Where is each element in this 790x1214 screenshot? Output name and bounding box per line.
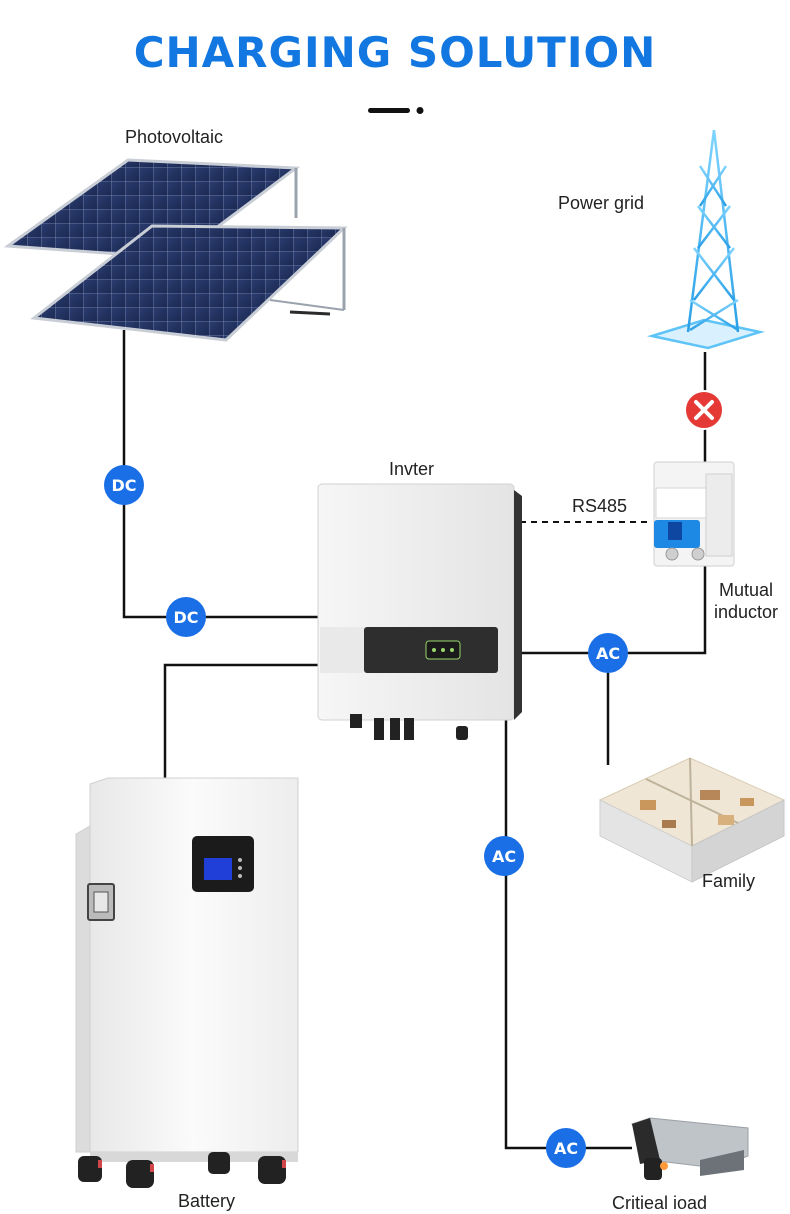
x-circle-icon [684,390,724,430]
wire-inverter-to-battery [163,663,318,778]
ac-badge-middle: AC [484,836,524,876]
wire-breaker-to-ac-bus [520,565,707,655]
svg-text:DC: DC [111,476,136,495]
wire-inverter-to-critical-load [504,720,632,1150]
svg-text:AC: AC [492,847,516,866]
ac-badge-load: AC [546,1128,586,1168]
power-grid-label: Power grid [558,193,645,213]
house-floorplan-illustration [598,757,786,883]
dc-badge-horizontal: DC [166,597,206,637]
svg-text:AC: AC [554,1139,578,1158]
rs485-label: RS485 [572,496,628,516]
page-title: CHARGING SOLUTION [133,28,657,77]
svg-text:DC: DC [173,608,198,627]
security-camera-illustration [631,1117,749,1180]
battery-cabinet-illustration [75,777,299,1188]
critical-load-label: Critieal ioad [612,1193,708,1213]
inverter-illustration [317,483,522,740]
mutual-inductor-label-line2: inductor [713,602,779,622]
breaker-device [653,461,735,567]
inverter-label: Invter [389,459,435,479]
ac-badge-grid: AC [588,633,628,673]
battery-label: Battery [178,1191,236,1211]
photovoltaic-label: Photovoltaic [125,127,224,147]
title-divider [368,107,424,114]
mutual-inductor-label-line1: Mutual [718,580,774,600]
wire-pv-to-inverter [122,330,318,619]
family-label: Family [702,871,755,891]
dc-badge-vertical: DC [104,465,144,505]
svg-text:AC: AC [596,644,620,663]
solar-panels-illustration [3,158,348,342]
transmission-tower-icon [647,129,768,350]
